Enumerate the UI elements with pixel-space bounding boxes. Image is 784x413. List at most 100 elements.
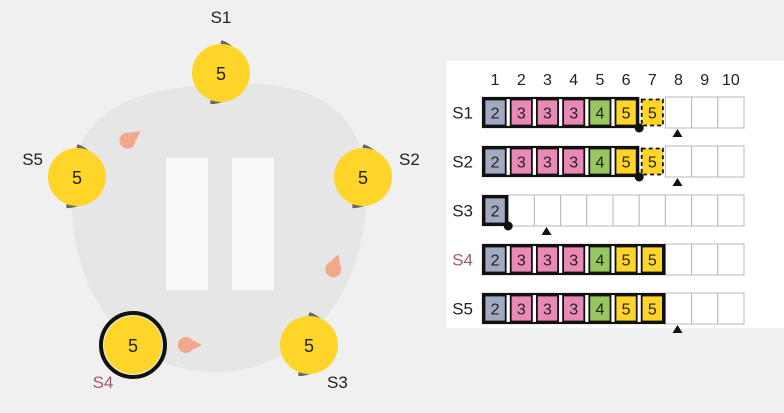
committed-entries-outline [481, 145, 640, 178]
log-entry-term: 3 [517, 302, 526, 319]
server-label: S1 [211, 8, 232, 27]
log-entry-term: 3 [543, 302, 552, 319]
next-index-marker [541, 227, 552, 235]
log-entry[interactable] [509, 294, 533, 323]
server-node [104, 316, 162, 374]
log-row-label: S2 [452, 153, 473, 172]
server-s2[interactable]: 5S2 [334, 144, 420, 209]
log-empty-slot [717, 194, 745, 227]
log-entry-term: 5 [648, 155, 657, 172]
log-entry-term: 5 [622, 302, 631, 319]
committed-entries-outline [481, 243, 666, 276]
server-label: S3 [327, 373, 348, 392]
message-arrow [130, 131, 141, 141]
log-entry-term: 5 [622, 253, 631, 270]
log-entry[interactable] [483, 196, 507, 225]
server-s5[interactable]: 5S5 [22, 144, 106, 209]
log-index-header: 4 [569, 72, 578, 89]
log-entry-term: 5 [648, 106, 657, 123]
log-entry[interactable] [509, 245, 533, 274]
server-label: S2 [399, 150, 420, 169]
log-entry[interactable] [483, 294, 507, 323]
server-node [48, 148, 106, 206]
log-index-header: 10 [722, 72, 740, 89]
log-entry[interactable] [614, 147, 638, 176]
log-entry[interactable] [640, 98, 664, 127]
log-entry[interactable] [588, 245, 612, 274]
message-lane [232, 158, 274, 290]
log-entry[interactable] [562, 245, 586, 274]
log-entry-term: 5 [648, 302, 657, 319]
log-empty-slot [717, 243, 745, 276]
committed-entries-outline [481, 292, 666, 325]
log-entry[interactable] [614, 294, 638, 323]
message-arrow [192, 340, 202, 350]
log-entry-term: 3 [517, 253, 526, 270]
log-index-header: 2 [517, 72, 526, 89]
match-index-marker [634, 172, 644, 182]
match-index-marker [503, 221, 513, 231]
log-entry[interactable] [614, 245, 638, 274]
log-entry[interactable] [588, 294, 612, 323]
next-index-marker [672, 178, 683, 186]
log-index-header: 5 [595, 72, 604, 89]
log-entry[interactable] [483, 245, 507, 274]
server-s4[interactable]: 5S4 [93, 311, 167, 392]
message-dot [325, 261, 342, 278]
log-entry[interactable] [562, 147, 586, 176]
log-entry[interactable] [562, 98, 586, 127]
log-entry-term: 3 [569, 155, 578, 172]
server-s3[interactable]: 5S3 [280, 312, 348, 392]
log-empty-slot [717, 96, 745, 129]
log-row-label: S1 [452, 104, 473, 123]
log-entry-term: 3 [569, 106, 578, 123]
log-entry[interactable] [588, 147, 612, 176]
log-entry-term: 4 [595, 155, 604, 172]
log-index-header: 6 [622, 72, 631, 89]
log-empty-slot [691, 292, 719, 325]
leader-ring [99, 311, 167, 379]
log-entry[interactable] [509, 147, 533, 176]
server-term: 5 [72, 168, 82, 188]
log-entry[interactable] [536, 98, 560, 127]
log-entry[interactable] [483, 147, 507, 176]
log-empty-slot [691, 194, 719, 227]
log-entry-term: 4 [595, 253, 604, 270]
log-entry[interactable] [536, 245, 560, 274]
log-empty-slot [586, 194, 614, 227]
message-dot [119, 132, 136, 149]
log-entry[interactable] [536, 294, 560, 323]
log-row-label: S5 [452, 300, 473, 319]
log-entry[interactable] [509, 98, 533, 127]
log-empty-slot [612, 194, 640, 227]
log-empty-slot [717, 145, 745, 178]
message-s4-to-s3 [177, 337, 202, 353]
log-empty-slot [638, 194, 666, 227]
log-entry[interactable] [536, 147, 560, 176]
log-entry[interactable] [588, 98, 612, 127]
log-entry[interactable] [483, 98, 507, 127]
log-empty-slot [560, 194, 588, 227]
server-s1[interactable]: 5S1 [192, 8, 250, 105]
log-entry[interactable] [640, 245, 664, 274]
log-index-header: 8 [674, 72, 683, 89]
log-entry-term: 3 [517, 155, 526, 172]
log-entry-term: 2 [491, 155, 500, 172]
log-entry[interactable] [614, 98, 638, 127]
next-index-marker [672, 129, 683, 137]
log-entry-term: 3 [543, 253, 552, 270]
server-term: 5 [304, 336, 314, 356]
log-empty-slot [717, 292, 745, 325]
log-entry[interactable] [562, 294, 586, 323]
log-empty-slot [507, 194, 535, 227]
log-index-header: 3 [543, 72, 552, 89]
log-entry[interactable] [640, 147, 664, 176]
message-dot [177, 337, 194, 353]
log-entry[interactable] [640, 294, 664, 323]
